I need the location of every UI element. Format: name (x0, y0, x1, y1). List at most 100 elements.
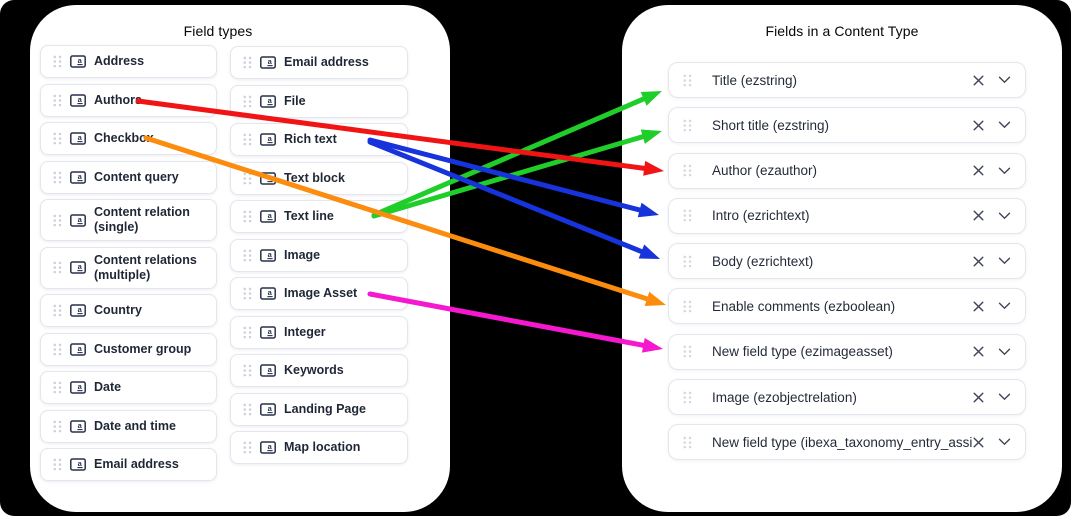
chevron-down-icon[interactable] (998, 393, 1011, 401)
field-row-label: New field type (ibexa_taxonomy_entry_ass… (712, 434, 972, 450)
drag-handle-icon[interactable] (243, 56, 252, 69)
drag-handle-icon[interactable] (53, 171, 62, 184)
drag-handle-icon[interactable] (53, 343, 62, 356)
content-type-field-row[interactable]: New field type (ezimageasset) (668, 333, 1026, 370)
drag-handle-icon[interactable] (243, 172, 252, 185)
drag-handle-icon[interactable] (683, 391, 692, 404)
field-type-item[interactable]: a Checkbox (40, 122, 217, 155)
chevron-down-icon[interactable] (998, 76, 1011, 84)
svg-text:a: a (78, 262, 83, 271)
drag-handle-icon[interactable] (53, 261, 62, 274)
drag-handle-icon[interactable] (683, 74, 692, 87)
drag-handle-icon[interactable] (243, 441, 252, 454)
remove-field-icon[interactable] (972, 391, 985, 404)
input-field-icon: a (260, 56, 276, 69)
drag-handle-icon[interactable] (53, 420, 62, 433)
content-type-field-row[interactable]: Intro (ezrichtext) (668, 197, 1026, 234)
content-type-field-row[interactable]: Author (ezauthor) (668, 152, 1026, 189)
drag-handle-icon[interactable] (683, 119, 692, 132)
chevron-down-icon[interactable] (998, 302, 1011, 310)
drag-handle-icon[interactable] (683, 164, 692, 177)
drag-handle-icon[interactable] (243, 249, 252, 262)
chevron-down-icon[interactable] (998, 167, 1011, 175)
remove-field-icon[interactable] (972, 164, 985, 177)
chevron-down-icon[interactable] (998, 438, 1011, 446)
drag-handle-icon[interactable] (53, 381, 62, 394)
input-field-icon: a (260, 171, 276, 185)
drag-handle-icon[interactable] (53, 458, 62, 471)
field-type-item[interactable]: a Text block (230, 161, 408, 195)
content-type-field-row[interactable]: Enable comments (ezboolean) (668, 288, 1026, 325)
drag-handle-icon[interactable] (53, 55, 62, 68)
input-field-icon: a (70, 132, 86, 145)
content-type-field-row[interactable]: New field type (ibexa_taxonomy_entry_ass… (668, 424, 1026, 461)
drag-handle-icon[interactable] (243, 326, 252, 339)
content-type-field-row[interactable]: Title (ezstring) (668, 62, 1026, 98)
remove-field-icon[interactable] (972, 119, 985, 132)
content-type-field-row[interactable]: Body (ezrichtext) (668, 243, 1026, 280)
drag-handle-icon[interactable] (683, 345, 692, 358)
input-field-icon: a (70, 170, 86, 184)
svg-text:a: a (268, 327, 273, 336)
remove-field-icon[interactable] (972, 345, 985, 358)
svg-text:a: a (78, 133, 83, 142)
field-type-label: Text block (284, 170, 345, 185)
input-field-icon: a (70, 381, 86, 394)
drag-handle-icon[interactable] (53, 214, 62, 227)
chevron-down-icon[interactable] (998, 257, 1011, 265)
remove-field-icon[interactable] (972, 255, 985, 268)
svg-text:a: a (78, 172, 83, 181)
input-field-icon: a (70, 55, 86, 68)
drag-handle-icon[interactable] (53, 94, 62, 107)
drag-handle-icon[interactable] (243, 403, 252, 416)
drag-handle-icon[interactable] (243, 287, 252, 300)
drag-handle-icon[interactable] (53, 132, 62, 145)
drag-handle-icon[interactable] (683, 255, 692, 268)
field-type-item[interactable]: a Integer (230, 315, 408, 349)
field-type-label: Integer (284, 324, 326, 339)
remove-field-icon[interactable] (972, 300, 985, 313)
drag-handle-icon[interactable] (683, 300, 692, 313)
drag-handle-icon[interactable] (243, 210, 252, 223)
chevron-down-icon[interactable] (998, 348, 1011, 356)
field-row-actions (972, 391, 1011, 404)
field-row-label: Enable comments (ezboolean) (712, 298, 896, 314)
field-row-actions (972, 164, 1011, 177)
input-field-icon: a (260, 441, 276, 454)
drag-handle-icon[interactable] (243, 95, 252, 108)
drag-handle-icon[interactable] (243, 133, 252, 146)
drag-handle-icon[interactable] (243, 364, 252, 377)
remove-field-icon[interactable] (972, 209, 985, 222)
drag-handle-icon[interactable] (53, 304, 62, 317)
drag-handle-icon[interactable] (683, 436, 692, 449)
drag-handle-icon[interactable] (683, 209, 692, 222)
remove-field-icon[interactable] (972, 74, 985, 87)
field-type-label: Checkbox (94, 131, 154, 145)
content-type-field-row[interactable]: Image (ezobjectrelation) (668, 379, 1026, 416)
chevron-down-icon[interactable] (998, 212, 1011, 220)
field-type-label: Text line (284, 209, 334, 223)
chevron-down-icon[interactable] (998, 121, 1011, 129)
remove-field-icon[interactable] (972, 436, 985, 449)
content-type-field-row[interactable]: Short title (ezstring) (668, 107, 1026, 144)
